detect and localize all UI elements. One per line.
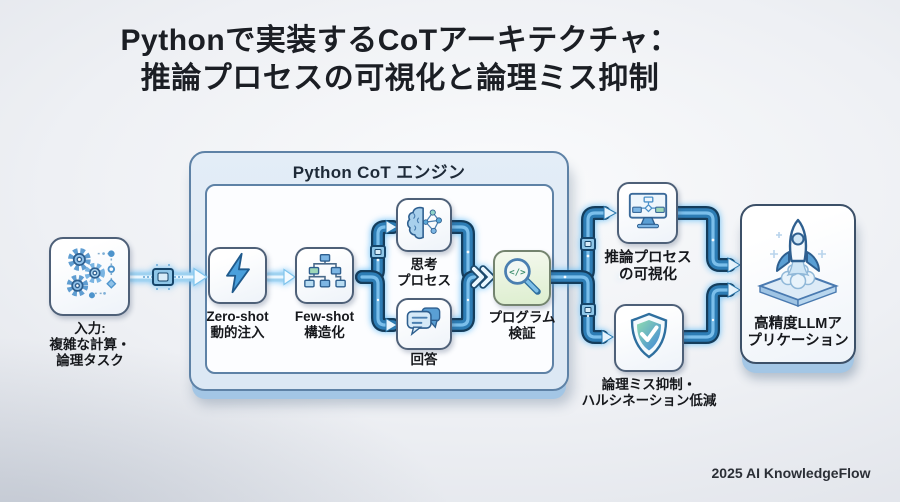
- sparkle-dots: [376, 238, 715, 322]
- verify-node-label: プログラム 検証: [488, 310, 556, 341]
- few-shot-node: [295, 247, 354, 304]
- arrow-into-mitigation: [601, 329, 614, 345]
- gears-circuit-icon: [57, 243, 123, 310]
- thought-process-node: [396, 198, 452, 252]
- llm-application-node: 高精度LLMア プリケーション: [740, 204, 856, 364]
- pipe-mitigation-to-application: [676, 283, 736, 344]
- arrow-into-visualization: [603, 205, 618, 221]
- thought-node-label: 思考 プロセス: [397, 257, 451, 288]
- visualization-node-label: 推論プロセス の可視化: [604, 250, 692, 283]
- lightning-icon: [216, 251, 260, 300]
- program-verification-node: </>: [493, 250, 551, 306]
- page-title-line1: Pythonで実装するCoTアーキテクチャ：: [120, 24, 680, 57]
- footer-credit: 2025 AI KnowledgeFlow: [711, 465, 871, 481]
- shield-check-icon: [625, 311, 673, 366]
- answer-node: [396, 298, 452, 350]
- arrow-into-thought: [385, 219, 398, 235]
- brain-network-icon: [403, 202, 445, 249]
- zero-shot-node-label: Zero-shot 動的注入: [206, 309, 269, 340]
- page-title-line2: 推論プロセスの可視化と論理ミス抑制: [140, 62, 660, 95]
- input-node: [49, 237, 130, 316]
- flowchart-monitor-icon: [625, 189, 671, 238]
- few-shot-node-label: Few-shot 構造化: [294, 309, 355, 340]
- chat-bubbles-icon: [403, 302, 445, 347]
- logic-error-mitigation-node: [614, 304, 684, 372]
- reasoning-visualization-node: [617, 182, 678, 244]
- beam-zeroshot-to-fewshot: [263, 268, 297, 286]
- chip-icon: [370, 245, 386, 259]
- cot-engine-title: Python CoT エンジン: [292, 163, 466, 182]
- application-node-label: 高精度LLMア プリケーション: [747, 316, 849, 349]
- chip-icon: [143, 262, 183, 292]
- page-title: Pythonで実装するCoTアーキテクチャ： 推論プロセスの可視化と論理ミス抑制: [20, 22, 780, 98]
- code-magnifier-icon: </>: [500, 254, 544, 303]
- rocket-launch-icon: [748, 212, 848, 317]
- chip-icon: [580, 303, 596, 317]
- hierarchy-tree-icon: [303, 251, 347, 300]
- svg-text:</>: </>: [509, 267, 526, 278]
- chip-icon: [580, 237, 596, 251]
- mitigation-node-label: 論理ミス抑制・ ハルシネーション低減: [581, 377, 717, 408]
- input-node-label: 入力: 複雑な計算・ 論理タスク: [49, 321, 131, 368]
- answer-node-label: 回答: [410, 352, 438, 367]
- arrow-into-application-top: [727, 257, 741, 273]
- arrow-into-answer: [385, 317, 398, 333]
- chevrons-into-verify: [470, 265, 495, 289]
- zero-shot-node: [208, 247, 267, 304]
- arrow-into-application-bottom: [727, 282, 741, 298]
